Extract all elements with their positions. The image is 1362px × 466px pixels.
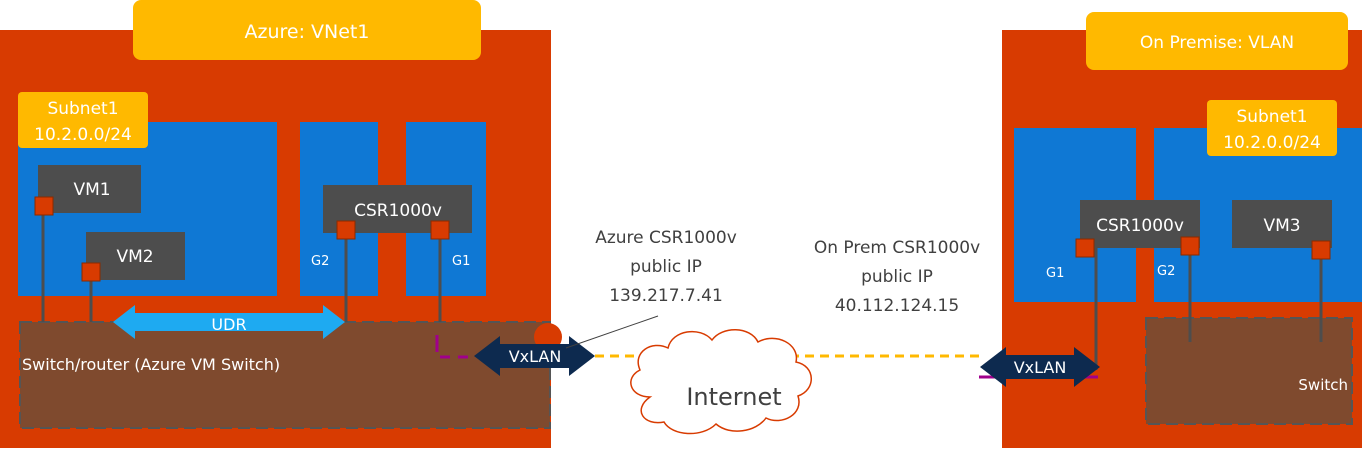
azure-ip-callout (565, 315, 659, 349)
onprem-g2-label: G2 (1157, 264, 1175, 279)
internet-cloud (630, 329, 812, 435)
onprem-vxlan-label: VxLAN (1014, 358, 1067, 377)
onprem-g2-port (1180, 236, 1200, 256)
azure-g1-port (430, 220, 450, 240)
azure-subnet-label-line2: 10.2.0.0/24 (34, 125, 132, 145)
onprem-subnet-label-box (1207, 100, 1337, 156)
onprem-ip-line2: public IP (861, 267, 933, 287)
azure-csr-label: CSR1000v (354, 201, 442, 221)
onprem-g1-port (1075, 238, 1095, 258)
azure-g1-label: G1 (452, 254, 470, 269)
azure-vxlan-arrow (474, 336, 595, 376)
vm2-box (86, 232, 185, 280)
udr-arrow (113, 305, 345, 339)
vm2-port (81, 262, 101, 282)
vm3-label: VM3 (1263, 216, 1300, 236)
azure-subnet-label-box (18, 92, 148, 148)
onprem-subnet-label-line2: 10.2.0.0/24 (1223, 133, 1321, 153)
azure-ip-line3: 139.217.7.41 (609, 286, 723, 306)
vm1-port (34, 196, 54, 216)
azure-switch (19, 321, 551, 429)
onprem-ip-line3: 40.112.124.15 (835, 296, 959, 316)
azure-switch-label: Switch/router (Azure VM Switch) (22, 355, 280, 374)
vm3-box (1232, 200, 1332, 248)
onprem-subnet-label-line1: Subnet1 (1236, 107, 1307, 127)
azure-g2-label: G2 (311, 254, 329, 269)
azure-ip-line2: public IP (630, 257, 702, 277)
onprem-title: On Premise: VLAN (1140, 33, 1294, 53)
onprem-vxlan-arrow (980, 347, 1100, 387)
vm3-port (1311, 240, 1331, 260)
azure-title-box (133, 0, 481, 60)
azure-subnet-label-line1: Subnet1 (47, 99, 118, 119)
azure-ip-line1: Azure CSR1000v (595, 228, 737, 248)
onprem-title-box (1086, 12, 1348, 70)
onprem-ip-line1: On Prem CSR1000v (814, 238, 980, 258)
onprem-csr-box (1080, 200, 1200, 248)
vm1-label: VM1 (73, 180, 110, 200)
vm1-box (38, 165, 141, 213)
onprem-switch (1145, 317, 1353, 425)
internet-label: Internet (686, 383, 781, 411)
vm2-label: VM2 (116, 247, 153, 267)
onprem-switch-label: Switch (1298, 376, 1348, 394)
azure-vxlan-label: VxLAN (509, 347, 562, 366)
onprem-g1-label: G1 (1046, 266, 1064, 281)
onprem-csr-label: CSR1000v (1096, 216, 1184, 236)
azure-title: Azure: VNet1 (245, 21, 370, 43)
azure-g2-port (336, 220, 356, 240)
udr-label: UDR (211, 315, 246, 334)
